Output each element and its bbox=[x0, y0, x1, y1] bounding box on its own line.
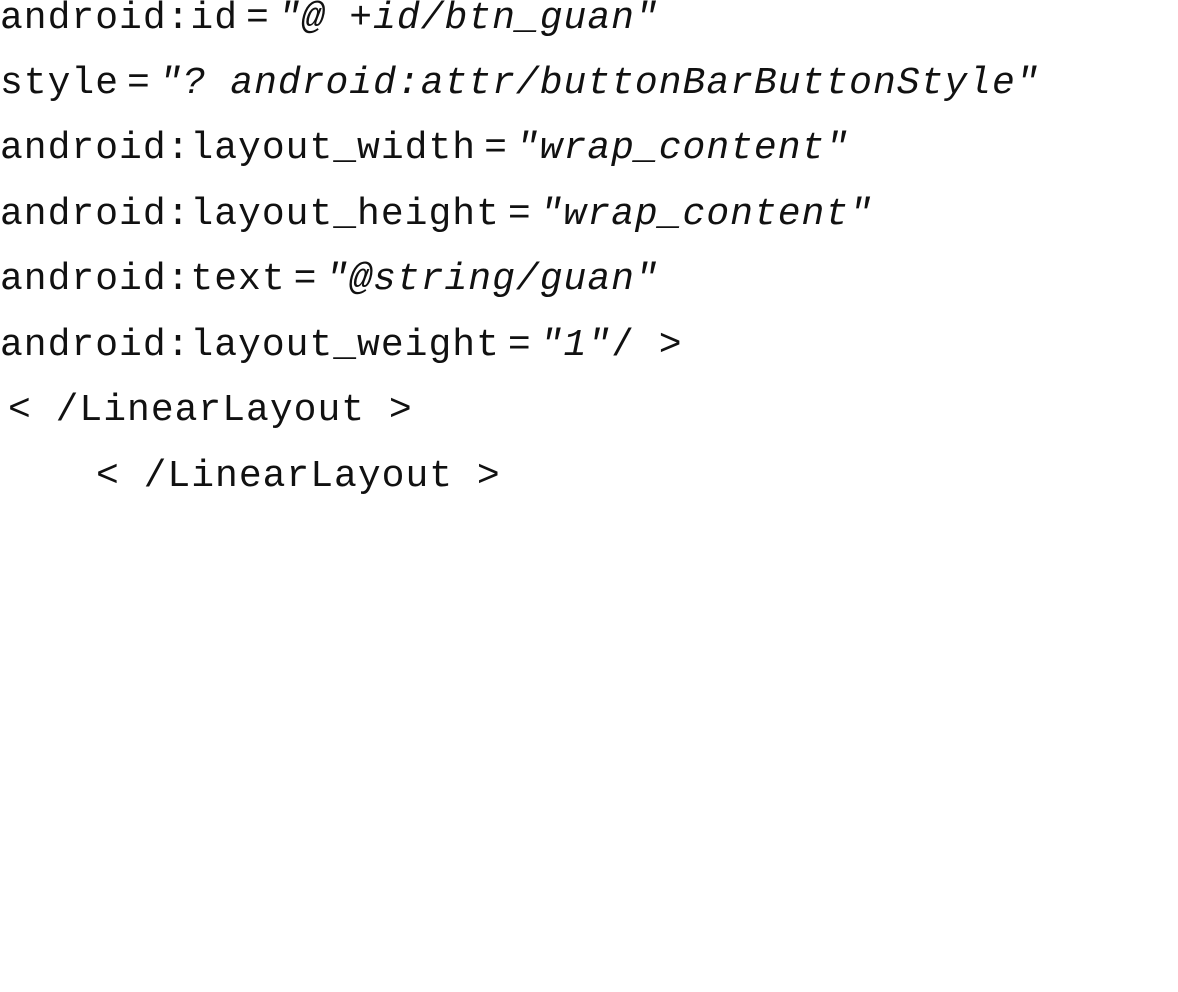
close-quote: " bbox=[634, 0, 659, 40]
attribute-name: android:text bbox=[0, 258, 286, 301]
open-quote: " bbox=[277, 0, 302, 40]
equals-sign: = bbox=[507, 193, 532, 236]
code-document: android:id="@ +id/btn_guan" style="? and… bbox=[0, 0, 1040, 498]
attribute-value: @ +id/btn_guan bbox=[301, 0, 635, 40]
code-line-style: style="? android:attr/buttonBarButtonSty… bbox=[0, 51, 1040, 117]
attribute-name: android:layout_height bbox=[0, 193, 500, 236]
equals-sign: = bbox=[293, 258, 318, 301]
open-quote: " bbox=[325, 258, 350, 301]
open-quote: " bbox=[539, 324, 564, 367]
close-quote: " bbox=[849, 193, 873, 236]
attribute-value: wrap_content bbox=[539, 127, 826, 170]
attribute-value: ? android:attr/buttonBarButtonStyle bbox=[182, 62, 1016, 105]
equals-sign: = bbox=[484, 127, 508, 170]
self-closing-tag: / > bbox=[611, 324, 683, 367]
attribute-name: android:id bbox=[0, 0, 239, 40]
close-quote: " bbox=[587, 324, 612, 367]
closing-linear-layout-tag-indented: < /LinearLayout > bbox=[96, 444, 501, 510]
equals-sign: = bbox=[507, 324, 532, 367]
attribute-name: style bbox=[0, 62, 120, 105]
close-quote: " bbox=[1015, 62, 1040, 105]
equals-sign: = bbox=[127, 62, 151, 105]
code-line-layout-width: android:layout_width="wrap_content" bbox=[0, 116, 849, 182]
close-quote: " bbox=[634, 258, 659, 301]
closing-linear-layout-tag: < /LinearLayout > bbox=[8, 378, 413, 444]
code-line-layout-height: android:layout_height="wrap_content" bbox=[0, 182, 873, 248]
attribute-name: android:layout_width bbox=[0, 127, 477, 170]
equals-sign: = bbox=[246, 0, 270, 40]
attribute-value: 1 bbox=[563, 324, 588, 367]
code-line-layout-weight: android:layout_weight="1"/ > bbox=[0, 313, 683, 379]
code-line-android-id: android:id="@ +id/btn_guan" bbox=[0, 0, 659, 52]
code-line-text: android:text="@string/guan" bbox=[0, 247, 659, 313]
closing-tag-text: < /LinearLayout > bbox=[8, 389, 413, 432]
close-quote: " bbox=[825, 127, 850, 170]
open-quote: " bbox=[539, 193, 564, 236]
closing-tag-text: < /LinearLayout > bbox=[96, 455, 501, 498]
attribute-name: android:layout_weight bbox=[0, 324, 500, 367]
open-quote: " bbox=[515, 127, 540, 170]
attribute-value: wrap_content bbox=[563, 193, 850, 236]
open-quote: " bbox=[158, 62, 183, 105]
attribute-value: @string/guan bbox=[349, 258, 635, 301]
